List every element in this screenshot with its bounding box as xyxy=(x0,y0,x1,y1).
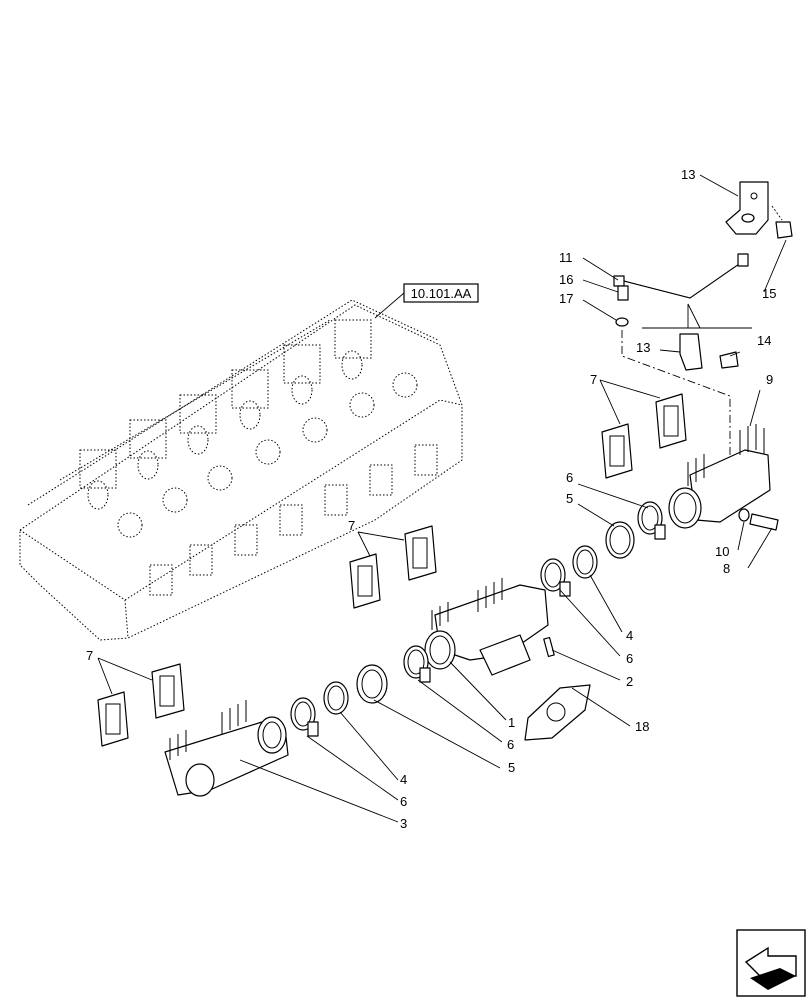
gasket-7-upper-left xyxy=(601,423,633,479)
callout-5-right[interactable]: 5 xyxy=(566,491,573,506)
callout-5-mid[interactable]: 5 xyxy=(508,760,515,775)
gasket-7-lower-right xyxy=(151,663,185,719)
manifold-section-3 xyxy=(164,700,289,797)
callout-13-upper[interactable]: 13 xyxy=(681,167,695,182)
callout-labels: 13 11 16 17 15 14 13 7 9 6 5 10 8 7 4 6 … xyxy=(86,167,776,831)
callout-9[interactable]: 9 xyxy=(766,372,773,387)
clamp-6-right xyxy=(637,501,666,540)
clamp-6-left xyxy=(290,697,319,737)
bellows-5-mid xyxy=(356,664,388,704)
bracket-13-upper xyxy=(725,181,769,235)
callout-8[interactable]: 8 xyxy=(723,561,730,576)
callout-6-mid-right[interactable]: 6 xyxy=(626,651,633,666)
gasket-7-mid-right xyxy=(404,525,437,581)
sleeve-4-right xyxy=(572,545,598,579)
callout-16[interactable]: 16 xyxy=(559,272,573,287)
callout-2[interactable]: 2 xyxy=(626,674,633,689)
fitting-16 xyxy=(617,285,629,301)
gasket-7-mid-left xyxy=(349,553,381,609)
callout-14[interactable]: 14 xyxy=(757,333,771,348)
callout-6-right[interactable]: 6 xyxy=(566,470,573,485)
reference-box[interactable]: 10.101.AA xyxy=(374,283,479,319)
bolt-10-8 xyxy=(738,508,779,531)
clamp-6-mid-right xyxy=(540,558,571,597)
callout-3[interactable]: 3 xyxy=(400,816,407,831)
bolt-15 xyxy=(771,205,793,239)
side-openings xyxy=(149,444,438,596)
manifold-section-9 xyxy=(668,424,771,529)
callout-7-lower[interactable]: 7 xyxy=(86,648,93,663)
callout-17[interactable]: 17 xyxy=(559,291,573,306)
arrow-navigation-icon[interactable] xyxy=(736,929,806,997)
callout-4-right[interactable]: 4 xyxy=(626,628,633,643)
sleeve-4-mid xyxy=(323,681,349,715)
callout-10[interactable]: 10 xyxy=(715,544,729,559)
callout-1[interactable]: 1 xyxy=(508,715,515,730)
bellows-5-right xyxy=(605,521,635,559)
gasket-7-lower-left xyxy=(97,691,129,747)
callout-6-mid[interactable]: 6 xyxy=(507,737,514,752)
callout-leaders xyxy=(97,174,787,823)
callout-6-left[interactable]: 6 xyxy=(400,794,407,809)
callout-7-upper[interactable]: 7 xyxy=(590,372,597,387)
callout-15[interactable]: 15 xyxy=(762,286,776,301)
callout-7-mid[interactable]: 7 xyxy=(348,518,355,533)
callout-18[interactable]: 18 xyxy=(635,719,649,734)
callout-13-lower[interactable]: 13 xyxy=(636,340,650,355)
pin-2 xyxy=(543,636,555,658)
gasket-7-upper-right xyxy=(655,393,687,449)
clamp-6-mid xyxy=(403,645,431,683)
assembly-guide-line xyxy=(621,330,731,470)
bolt-14 xyxy=(719,351,739,369)
washer-17 xyxy=(615,317,629,327)
reference-label: 10.101.AA xyxy=(411,286,472,301)
cylinder-head xyxy=(19,299,463,641)
manifold-section-1 xyxy=(424,578,549,676)
tube-11 xyxy=(613,253,749,299)
callout-4-mid[interactable]: 4 xyxy=(400,772,407,787)
bracket-13-lower xyxy=(679,333,703,371)
gasket-18 xyxy=(524,684,591,741)
callout-11[interactable]: 11 xyxy=(559,250,573,265)
valve-ports xyxy=(117,372,418,538)
cam-towers xyxy=(79,319,372,510)
